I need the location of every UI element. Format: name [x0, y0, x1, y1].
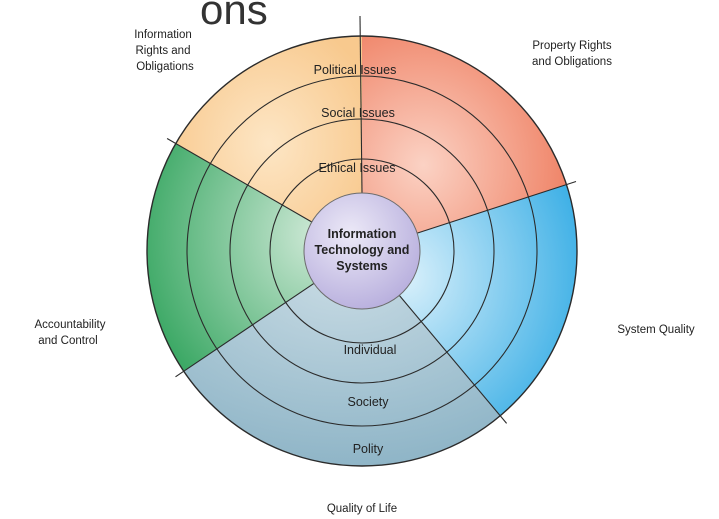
center-label-line2: Technology and [315, 243, 410, 257]
ring-outline [186, 75, 538, 427]
dimension-property-rights-line1: Property Rights [532, 40, 612, 52]
center-label-line1: Information [328, 227, 397, 241]
center-label-line3: Systems [336, 259, 387, 273]
dimension-information-rights-line3: Obligations [136, 61, 194, 73]
divider-line [398, 295, 508, 424]
ring-label-social: Social Issues [321, 106, 395, 120]
ring-outline [229, 118, 495, 384]
divider-line [417, 180, 577, 234]
ring-label-individual: Individual [344, 343, 397, 357]
dimension-system-quality: System Quality [617, 324, 695, 336]
divider-line [175, 282, 315, 378]
dimension-information-rights-line2: Rights and [136, 45, 191, 57]
ring-label-polity: Polity [353, 442, 384, 456]
ring-outline [146, 35, 578, 467]
sector-accountability [147, 143, 362, 372]
sector-quality-of-life [183, 251, 501, 466]
dimension-information-rights-line1: Information [134, 29, 192, 41]
ring-label-society: Society [348, 395, 390, 409]
sector-dividers [166, 15, 577, 424]
dimension-property-rights-line2: and Obligations [532, 56, 612, 68]
ring-label-political: Political Issues [314, 63, 397, 77]
ring-outlines [146, 35, 578, 467]
sector-information-rights [175, 35, 362, 251]
dimension-accountability-line1: Accountability [35, 319, 106, 331]
sector-property-rights [362, 36, 567, 251]
divider-line [359, 15, 363, 194]
dimension-accountability-line2: and Control [38, 335, 97, 347]
divider-line [166, 138, 313, 223]
center-circle [303, 192, 421, 310]
ring-label-ethical: Ethical Issues [318, 161, 395, 175]
dimension-quality-of-life: Quality of Life [327, 503, 397, 515]
header-partial-text: ons [200, 0, 268, 33]
